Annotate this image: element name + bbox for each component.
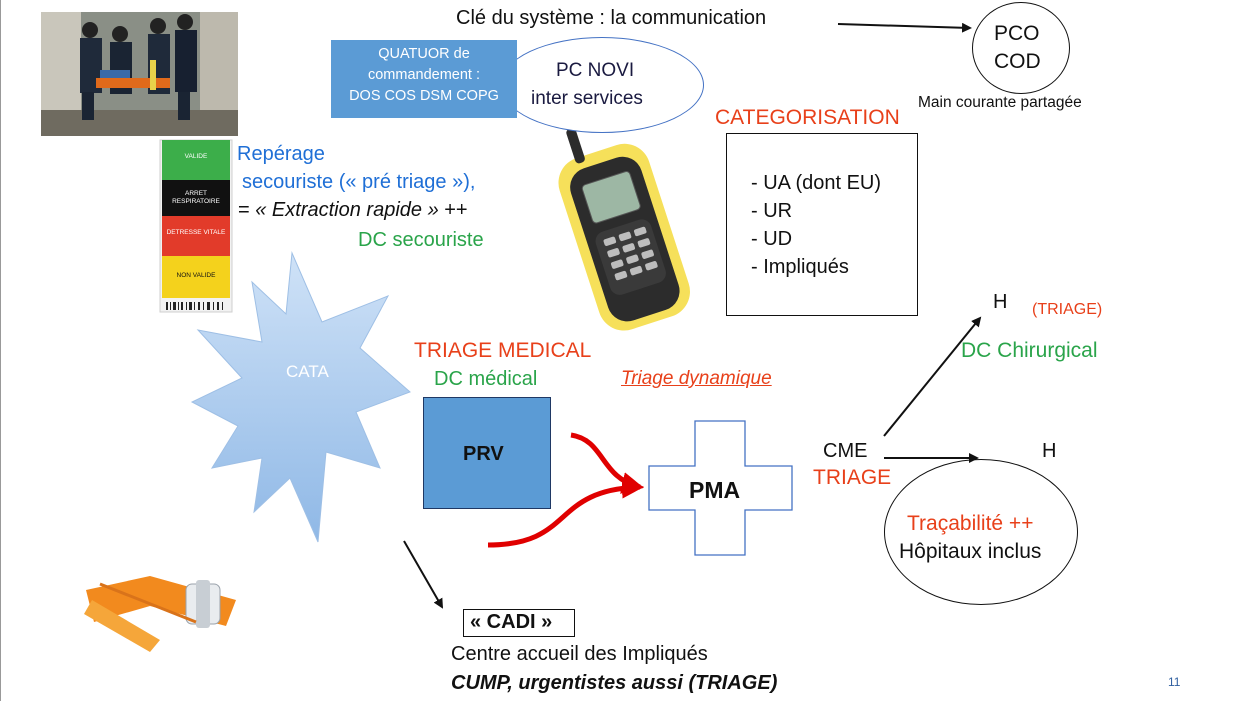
h-right-label: H	[1042, 440, 1057, 462]
pc-novi-title: PC NOVI	[556, 60, 635, 81]
categorisation-item-ud: - UD	[751, 228, 793, 250]
arrow-to-cadi	[403, 540, 443, 609]
cata-label: CATA	[286, 362, 329, 381]
categorisation-title: CATEGORISATION	[715, 106, 900, 129]
triage-tag-card	[159, 139, 233, 313]
pma-label: PMA	[689, 477, 741, 503]
pco-label: PCO	[994, 22, 1040, 45]
quatuor-line-1: QUATUOR de	[378, 46, 470, 62]
cadi-box	[463, 609, 575, 637]
quatuor-line-3: DOS COS DSM COPG	[349, 88, 499, 104]
reperage-line-2: secouriste (« pré triage »),	[242, 171, 476, 193]
dc-medical-label: DC médical	[434, 368, 538, 390]
tracabilite-label: Traçabilité ++	[907, 512, 1034, 535]
tourniquet-photo	[82, 548, 250, 660]
extraction-rapide-text: « Extraction rapide »	[255, 199, 439, 221]
triage-tag-label: (TRIAGE)	[1032, 301, 1103, 318]
cod-label: COD	[994, 50, 1041, 73]
dc-chirurgical-label: DC Chirurgical	[961, 339, 1098, 362]
slide-left-border	[0, 0, 1, 701]
reperage-line-3-suffix: ++	[438, 199, 468, 221]
pc-novi-ellipse	[500, 37, 704, 133]
triage-medical-title: TRIAGE MEDICAL	[414, 339, 592, 362]
centre-accueil-label: Centre accueil des Impliqués	[451, 643, 708, 665]
cump-label: CUMP, urgentistes aussi (TRIAGE)	[451, 672, 778, 694]
arrow-to-pco	[837, 22, 972, 33]
h-top-label: H	[993, 291, 1008, 313]
categorisation-item-ua: - UA (dont EU)	[751, 172, 882, 194]
triage-card-detresse: DETRESSE VITALE	[166, 229, 226, 236]
triage-card-non-valide: NON VALIDE	[176, 272, 216, 279]
categorisation-item-ur: - UR	[751, 200, 793, 222]
rescue-team-photo	[41, 12, 238, 136]
categorisation-item-impliques: - Impliqués	[751, 256, 849, 278]
mobile-phone-illustration	[558, 128, 690, 331]
pco-circle	[972, 2, 1070, 94]
reperage-line-3: = « Extraction rapide » ++	[238, 199, 468, 222]
system-key-label: Clé du système : la communication	[456, 7, 767, 29]
categorisation-box	[726, 133, 918, 316]
cme-triage-label: TRIAGE	[813, 466, 892, 489]
reperage-line-3-prefix: =	[238, 199, 256, 221]
reperage-line-1: Repérage	[237, 143, 325, 165]
red-arrow-lower	[487, 476, 644, 548]
prv-box	[423, 397, 551, 509]
quatuor-box: QUATUOR de commandement : DOS COS DSM CO…	[331, 40, 517, 118]
cata-star-shape	[190, 251, 411, 543]
cme-label: CME	[823, 440, 868, 462]
main-courante-label: Main courante partagée	[918, 94, 1082, 111]
pc-novi-subtitle: inter services	[531, 88, 643, 109]
tracabilite-ellipse	[884, 459, 1078, 605]
cadi-label: « CADI »	[470, 611, 553, 633]
quatuor-line-2: commandement :	[367, 67, 481, 83]
pma-cross-shape	[648, 420, 793, 556]
triage-card-valide: VALIDE	[184, 153, 208, 160]
prv-label: PRV	[463, 443, 504, 465]
page-number: 11	[1168, 675, 1181, 689]
red-arrow-upper	[570, 432, 644, 494]
dc-secouriste-label: DC secouriste	[358, 229, 484, 251]
triage-card-arret: ARRET RESPIRATOIRE	[172, 190, 220, 205]
triage-dynamique-label: Triage dynamique	[621, 368, 772, 389]
arrow-to-h-top	[883, 316, 982, 437]
hopitaux-inclus-label: Hôpitaux inclus	[899, 540, 1042, 563]
